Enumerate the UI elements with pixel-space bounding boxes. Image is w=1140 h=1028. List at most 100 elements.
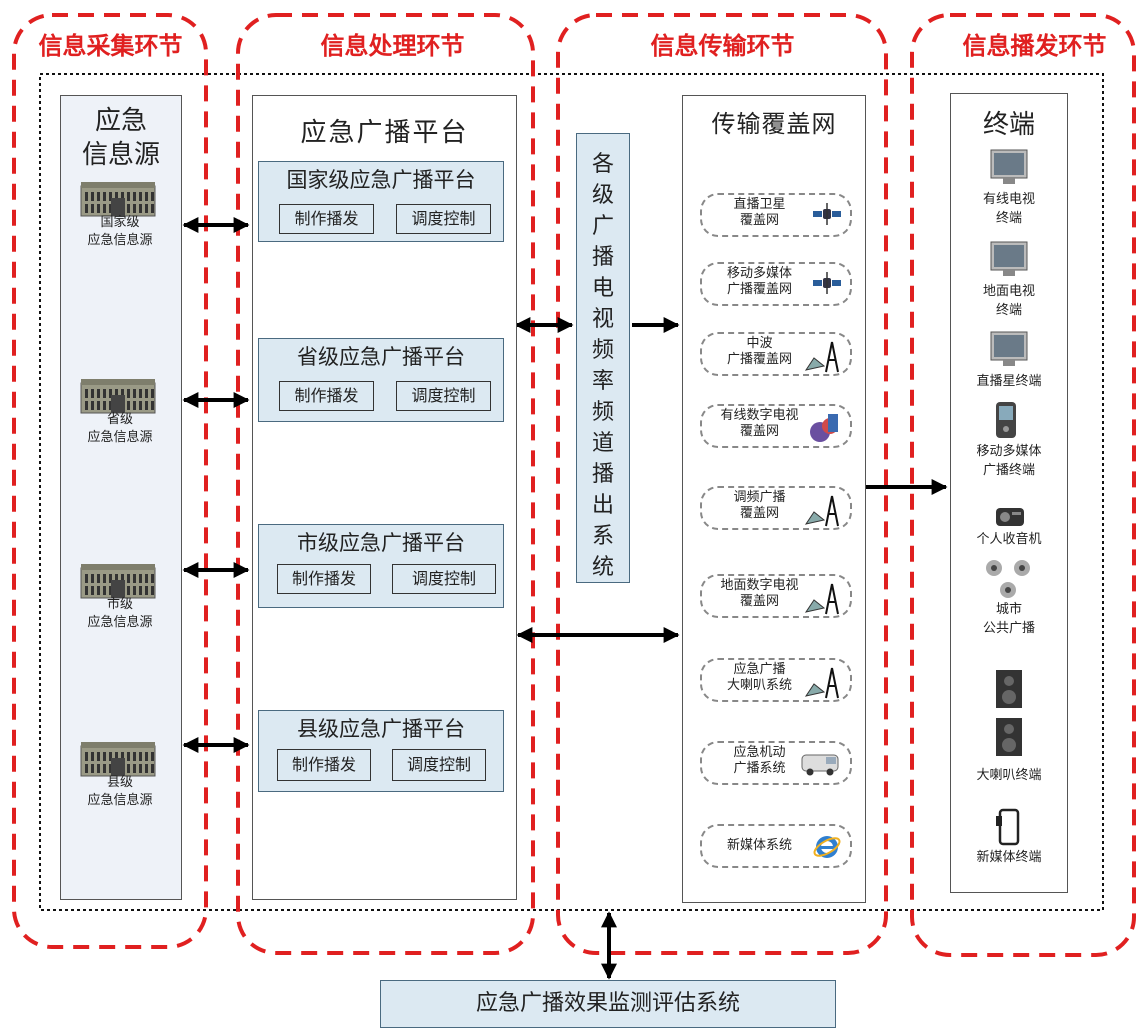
coverage-network-item[interactable]: 应急广播大喇叭系统 (700, 658, 852, 702)
platform-level-city[interactable]: 市级应急广播平台 制作播发 调度控制 (258, 524, 504, 608)
production-box[interactable]: 制作播发 (277, 564, 371, 594)
loudspeaker-box-icon (994, 668, 1024, 714)
production-box[interactable]: 制作播发 (279, 204, 374, 234)
satellite-icon (812, 270, 842, 300)
terminal-label-line1: 直播星终端 (954, 372, 1064, 391)
platform-level-title: 县级应急广播平台 (259, 713, 503, 743)
coverage-label-line1: 新媒体系统 (712, 838, 807, 854)
platform-level-title: 国家级应急广播平台 (259, 164, 503, 194)
speaker-icon (984, 558, 1034, 602)
source-label: 县级应急信息源 (65, 774, 175, 810)
coverage-network-item[interactable]: 应急机动广播系统 (700, 741, 852, 785)
coverage-network-item[interactable]: 直播卫星覆盖网 (700, 193, 852, 237)
coverage-network-item[interactable]: 新媒体系统 (700, 824, 852, 868)
source-label: 省级应急信息源 (65, 411, 175, 447)
coverage-label-line1: 移动多媒体 (712, 266, 807, 282)
mobile-phone-icon (994, 400, 1018, 444)
channel-char: 广 (577, 211, 629, 242)
coverage-label-line2: 广播系统 (712, 761, 807, 777)
coverage-network-item[interactable]: 地面数字电视覆盖网 (700, 574, 852, 618)
dispatch-box[interactable]: 调度控制 (396, 381, 491, 411)
source-label: 国家级应急信息源 (65, 214, 175, 250)
terminal-label: 个人收音机 (954, 530, 1064, 549)
terminal-label: 城市公共广播 (954, 600, 1064, 638)
sources-title: 应急 信息源 (61, 104, 181, 172)
channel-char: 出 (577, 490, 629, 521)
terminal-label: 新媒体终端 (954, 848, 1064, 867)
stage-title-collect: 信息采集环节 (28, 26, 193, 61)
coverage-label-line2: 覆盖网 (712, 506, 807, 522)
dispatch-box[interactable]: 调度控制 (396, 204, 491, 234)
terminal-label-line1: 城市 (954, 600, 1064, 619)
coverage-label-line2: 覆盖网 (712, 594, 807, 610)
coverage-network-label: 中波广播覆盖网 (712, 336, 807, 368)
dispatch-box[interactable]: 调度控制 (392, 749, 486, 781)
coverage-network-item[interactable]: 中波广播覆盖网 (700, 332, 852, 376)
terminal-label-line2: 终端 (954, 209, 1064, 228)
terminal-label-line1: 移动多媒体 (954, 442, 1064, 461)
terminal-label: 有线电视终端 (954, 190, 1064, 228)
stage-title-process: 信息处理环节 (310, 26, 475, 61)
coverage-label-line2: 广播覆盖网 (712, 282, 807, 298)
channel-char: 频 (577, 397, 629, 428)
radio-icon (994, 502, 1026, 532)
antenna-tower-icon (802, 666, 842, 704)
platform-level-title: 市级应急广播平台 (259, 527, 503, 557)
coverage-title: 传输覆盖网 (682, 104, 866, 139)
terminal-label-line2: 广播终端 (954, 461, 1064, 480)
coverage-label-line1: 有线数字电视 (712, 408, 807, 424)
source-label-line2: 应急信息源 (65, 792, 175, 810)
antenna-tower-icon (802, 494, 842, 532)
dispatch-box[interactable]: 调度控制 (392, 564, 496, 594)
sources-title-line1: 应急 (61, 104, 181, 138)
source-label-line1: 县级 (65, 774, 175, 792)
source-label-line2: 应急信息源 (65, 429, 175, 447)
source-label-line1: 省级 (65, 411, 175, 429)
platform-level-province[interactable]: 省级应急广播平台 制作播发 调度控制 (258, 338, 504, 422)
terminal-label: 直播星终端 (954, 372, 1064, 391)
monitor-text: 应急广播效果监测评估系统 (381, 981, 835, 1027)
coverage-network-label: 应急广播大喇叭系统 (712, 662, 807, 694)
terminal-label-line2: 终端 (954, 301, 1064, 320)
production-box[interactable]: 制作播发 (279, 381, 374, 411)
terminal-label: 移动多媒体广播终端 (954, 442, 1064, 480)
terminal-label: 大喇叭终端 (954, 766, 1064, 785)
channel-text: 各级广播电视频率频道播出系统 (577, 149, 629, 583)
coverage-network-item[interactable]: 有线数字电视覆盖网 (700, 404, 852, 448)
channel-char: 播 (577, 242, 629, 273)
tv-icon (989, 330, 1029, 374)
terminal-label-line2: 公共广播 (954, 619, 1064, 638)
source-label: 市级应急信息源 (65, 596, 175, 632)
channel-char: 各 (577, 149, 629, 180)
coverage-network-label: 直播卫星覆盖网 (712, 197, 807, 229)
antenna-tower-icon (802, 582, 842, 620)
channel-char: 率 (577, 366, 629, 397)
monitor-box[interactable]: 应急广播效果监测评估系统 (380, 980, 836, 1028)
production-box[interactable]: 制作播发 (277, 749, 371, 781)
coverage-network-item[interactable]: 调频广播覆盖网 (700, 486, 852, 530)
coverage-label-line1: 应急机动 (712, 745, 807, 761)
source-label-line1: 国家级 (65, 214, 175, 232)
terminal-label-line1: 地面电视 (954, 282, 1064, 301)
sources-title-line2: 信息源 (61, 138, 181, 172)
coverage-label-line1: 调频广播 (712, 490, 807, 506)
coverage-label-line1: 中波 (712, 336, 807, 352)
cable-network-icon (806, 412, 842, 448)
terminal-label: 地面电视终端 (954, 282, 1064, 320)
channel-char: 级 (577, 180, 629, 211)
channel-char: 道 (577, 428, 629, 459)
channel-char: 频 (577, 335, 629, 366)
tv-icon (989, 240, 1029, 284)
platform-level-county[interactable]: 县级应急广播平台 制作播发 调度控制 (258, 710, 504, 792)
coverage-network-item[interactable]: 移动多媒体广播覆盖网 (700, 262, 852, 306)
channel-char: 视 (577, 304, 629, 335)
loudspeaker-box-icon (994, 716, 1024, 762)
satellite-icon (812, 201, 842, 231)
coverage-label-line1: 应急广播 (712, 662, 807, 678)
channel-box[interactable]: 各级广播电视频率频道播出系统 (576, 133, 630, 583)
platform-level-national[interactable]: 国家级应急广播平台 制作播发 调度控制 (258, 161, 504, 242)
coverage-network-label: 新媒体系统 (712, 838, 807, 854)
channel-char: 统 (577, 552, 629, 583)
stage-title-broadcast: 信息播发环节 (952, 26, 1117, 61)
tablet-icon (994, 808, 1022, 850)
